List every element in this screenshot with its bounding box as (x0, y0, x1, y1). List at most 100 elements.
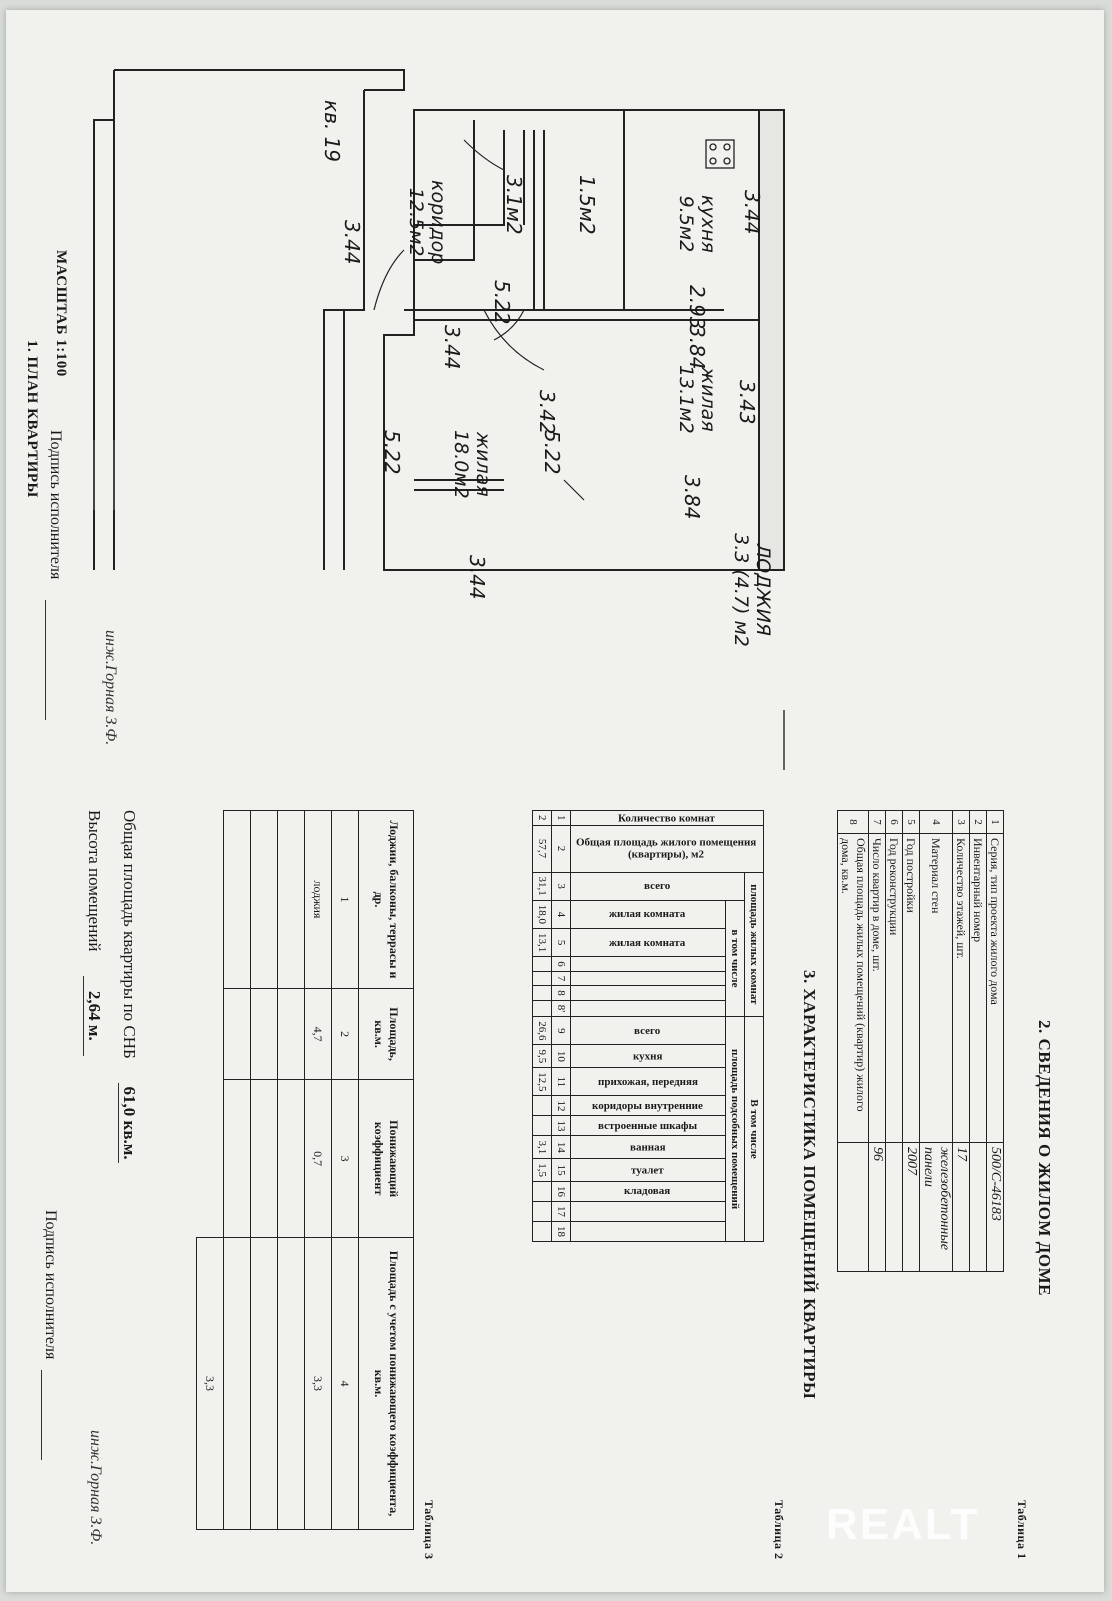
cell-living-room-1: 18,0 (532, 900, 552, 929)
col-number: 4 (551, 900, 571, 929)
col-number: 3 (331, 1079, 359, 1238)
col-number: 17 (551, 1201, 571, 1222)
cell-empty (197, 811, 224, 989)
table-total-row: 3,3 (196, 811, 224, 1530)
cell-empty (223, 810, 251, 989)
column-numbers-row: 1 2 3 4 5 6 7 8 8' 9 10 11 12 13 14 15 1… (551, 810, 571, 1242)
room-name: жилая (472, 432, 494, 497)
table-row: лоджия 4,7 0,7 3,3 (304, 810, 332, 1530)
cell-empty (277, 988, 305, 1080)
cell-empty (223, 1237, 251, 1530)
room-kitchen: кухня 9.5м2 (675, 195, 719, 253)
dim-living1-length: 3.84 (685, 325, 709, 370)
row-number: 1 (986, 810, 1004, 834)
header-empty (570, 971, 726, 986)
col-number: 1 (551, 810, 571, 825)
dim-kitchen-width: 3.44 (740, 190, 764, 235)
header-loggia-area: Площадь, кв.м. (358, 988, 414, 1080)
cell-corridors (532, 1095, 552, 1116)
cell-bathroom: 3,1 (532, 1135, 552, 1159)
cell-empty (250, 1079, 278, 1238)
cell-toilet: 1,5 (532, 1158, 552, 1182)
cell-rooms-count: 2 (532, 810, 552, 825)
row-label: Серия, тип проекта жилого дома (986, 833, 1004, 1143)
col-number: 14 (551, 1135, 571, 1159)
dim-living2-right: 5.22 (540, 430, 564, 475)
col-number: 3 (551, 872, 571, 901)
header-empty (570, 1221, 726, 1242)
col-number: 6 (551, 956, 571, 972)
col-number: 7 (551, 971, 571, 986)
summary-signature-line (41, 1370, 42, 1460)
row-label: Общая площадь жилых помещений (квартир) … (837, 833, 869, 1143)
row-number: 4 (919, 810, 953, 834)
cell-storage (532, 1181, 552, 1202)
dim-kitchen-length: 2.93 (685, 285, 709, 330)
total-area-row: Общая площадь квартиры по СНБ 61,0 кв.м. (118, 810, 139, 1164)
plan-scale: МАСШТАБ 1:100 (53, 250, 69, 377)
room-area: 13.1м2 (675, 365, 697, 434)
room-area: 3.3 (4.7) м2 (730, 533, 752, 647)
dim-living1-inner: 3.42 (535, 390, 559, 435)
col-number: 15 (551, 1158, 571, 1182)
table-row: 2 57,7 31,1 18,0 13,1 26,6 9,5 12,5 3,1 … (532, 810, 552, 1242)
col-number: 16 (551, 1181, 571, 1202)
stove-icon (705, 139, 735, 169)
room-living-2: жилая 18.0м2 (450, 430, 494, 499)
table1-label: Таблица 1 (1015, 1500, 1029, 1560)
table-row (250, 810, 278, 1530)
header-closets: встроенные шкафы (570, 1115, 726, 1136)
room-living-1: жилая 13.1м2 (675, 365, 719, 434)
loggia-table: Лоджии, балконы, террасы и др. Площадь, … (196, 810, 414, 1530)
summary-signature-label: Подпись исполнителя (42, 1210, 59, 1360)
apartment-label: кв. 19 (320, 100, 344, 163)
row-number: 5 (902, 810, 920, 834)
col-number: 8 (551, 985, 571, 1001)
header-living-room-2: жилая комната (570, 928, 726, 957)
header-empty (570, 1000, 726, 1017)
cell-living-total: 31,1 (532, 872, 552, 901)
header-reduced-area: Площадь с учетом понижающего коэффициент… (358, 1237, 414, 1530)
dim-corridor-len: 5.22 (490, 280, 514, 325)
dim-living2-bottom: 3.44 (465, 555, 489, 600)
col-number: 2 (331, 988, 359, 1080)
height-value: 2,64 м. (83, 975, 104, 1056)
row-label: Количество этажей, шт. (952, 833, 970, 1143)
col-number: 13 (551, 1115, 571, 1136)
header-toilet: туалет (570, 1158, 726, 1182)
header-loggia-type: Лоджии, балконы, террасы и др. (358, 810, 414, 989)
cell-empty (250, 810, 278, 989)
cell-empty (277, 1079, 305, 1238)
col-number: 8' (551, 1000, 571, 1017)
row-number: 7 (868, 810, 886, 834)
col-number: 9 (551, 1016, 571, 1045)
cell-empty (532, 1000, 552, 1017)
header-storage: кладовая (570, 1181, 726, 1202)
table2-label: Таблица 2 (772, 1500, 786, 1560)
header-empty (570, 956, 726, 972)
room-area: 18.0м2 (450, 430, 472, 499)
header-rooms-count: Количество комнат (570, 810, 764, 825)
col-number: 18 (551, 1221, 571, 1242)
header-total-area: Общая площадь жилого помещения (квартиры… (570, 825, 764, 872)
header-coefficient: Понижающий коэффициент (358, 1079, 414, 1238)
dim-living1-width: 3.43 (735, 380, 759, 425)
room-area: 9.5м2 (675, 195, 697, 253)
table-header-row: всего в том числе площадь подсобных поме… (570, 811, 745, 1242)
row-label: Год реконструкции (885, 833, 903, 1143)
row-value (969, 1142, 987, 1272)
room-name: кухня (697, 195, 719, 253)
header-living-room-1: жилая комната (570, 900, 726, 929)
row-number: 6 (885, 810, 903, 834)
row-value: 500/С-46183 (986, 1142, 1004, 1272)
cell-empty (197, 1080, 224, 1238)
total-area-label: Общая площадь квартиры по СНБ (120, 810, 139, 1059)
summary-executor: инж.Горная З.Ф. (87, 1430, 104, 1546)
cell-empty (223, 1079, 251, 1238)
room-toilet-area: 1.5м2 (575, 175, 599, 235)
